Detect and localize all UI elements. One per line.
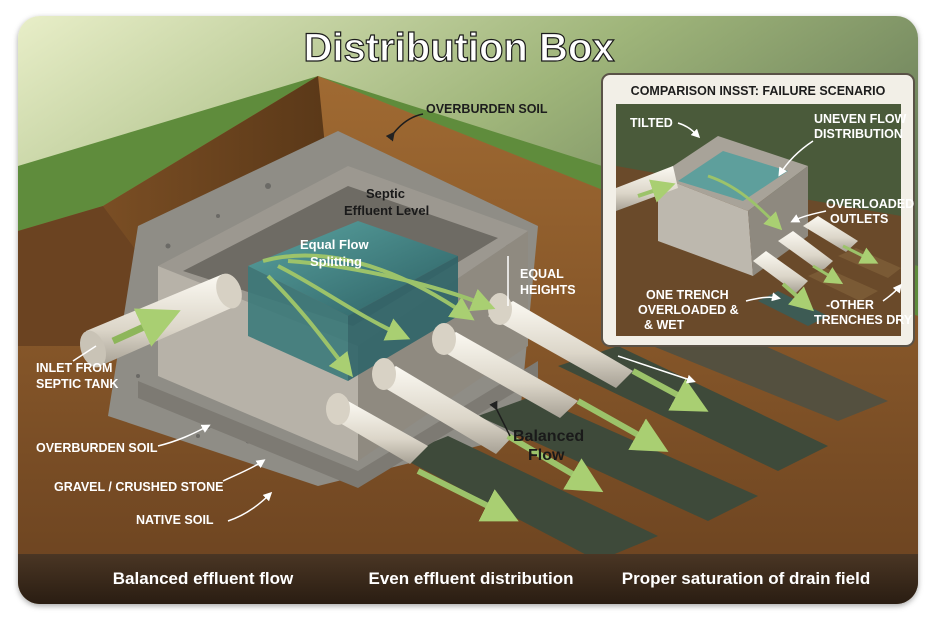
inset-label-one-trench-3: & WET xyxy=(644,318,685,332)
label-equal-flow-1: Equal Flow xyxy=(300,237,370,252)
label-inlet-2: SEPTIC TANK xyxy=(36,377,118,391)
footer-item-2: Even effluent distribution xyxy=(369,569,574,588)
callout-native: NATIVE SOIL xyxy=(136,491,273,527)
inset-label-uneven-1: UNEVEN FLOW xyxy=(814,112,907,126)
label-septic-level-1: Septic xyxy=(366,186,405,201)
label-equal-flow-2: Splitting xyxy=(310,254,362,269)
callout-overburden-left: OVERBURDEN SOIL xyxy=(36,424,211,455)
excavation-left-wall xyxy=(18,206,148,346)
inset-label-tilted: TILTED xyxy=(630,116,673,130)
label-inlet-1: INLET FROM xyxy=(36,361,112,375)
inset-label-other-2: TRENCHES DRY xyxy=(814,313,913,327)
footer-band xyxy=(18,554,918,604)
callout-balanced-flow: Balanced Flow xyxy=(489,400,584,464)
label-native: NATIVE SOIL xyxy=(136,513,214,527)
outlet-pipes xyxy=(326,293,633,464)
label-equal-heights-1: EQUAL xyxy=(520,267,564,281)
label-overburden-top: OVERBURDEN SOIL xyxy=(426,102,548,116)
label-gravel: GRAVEL / CRUSHED STONE xyxy=(54,480,223,494)
flow-arrows xyxy=(262,253,709,522)
callout-gravel: GRAVEL / CRUSHED STONE xyxy=(54,459,266,494)
label-equal-heights-2: HEIGHTS xyxy=(520,283,576,297)
inset-label-one-trench-1: ONE TRENCH xyxy=(646,288,729,302)
label-septic-level-2: Effluent Level xyxy=(344,203,429,218)
label-balanced-2: Flow xyxy=(528,447,565,464)
inset-label-one-trench-2: OVERLOADED & xyxy=(638,303,739,317)
label-balanced-1: Balanced xyxy=(513,428,584,445)
footer-item-3: Proper saturation of drain field xyxy=(622,569,870,588)
diagram-title: Distribution Box xyxy=(303,26,614,70)
inset-label-overloaded-outlets-2: OUTLETS xyxy=(830,212,888,226)
inset-panel: COMPARISON INSST: FAILURE SCENARIO TILTE… xyxy=(601,73,915,347)
label-overburden-left: OVERBURDEN SOIL xyxy=(36,441,158,455)
callout-inlet: INLET FROM SEPTIC TANK xyxy=(36,345,118,391)
inset-label-uneven-2: DISTRIBUTION xyxy=(814,127,903,141)
footer-item-1: Balanced effluent flow xyxy=(113,569,294,588)
callout-overburden-top: OVERBURDEN SOIL xyxy=(385,102,548,142)
inlet-pipe xyxy=(79,273,242,368)
inset-label-overloaded-outlets-1: OVERLOADED xyxy=(826,197,914,211)
diagram-frame: Distribution Box OVERBURDEN SOIL Septic … xyxy=(18,16,918,604)
diagram-canvas: Distribution Box OVERBURDEN SOIL Septic … xyxy=(18,16,918,604)
inset-label-other-1: -OTHER xyxy=(826,298,874,312)
pointer-arrow xyxy=(617,355,696,384)
inset-title: COMPARISON INSST: FAILURE SCENARIO xyxy=(631,84,886,98)
callout-equal-heights: EQUAL HEIGHTS xyxy=(507,256,576,306)
